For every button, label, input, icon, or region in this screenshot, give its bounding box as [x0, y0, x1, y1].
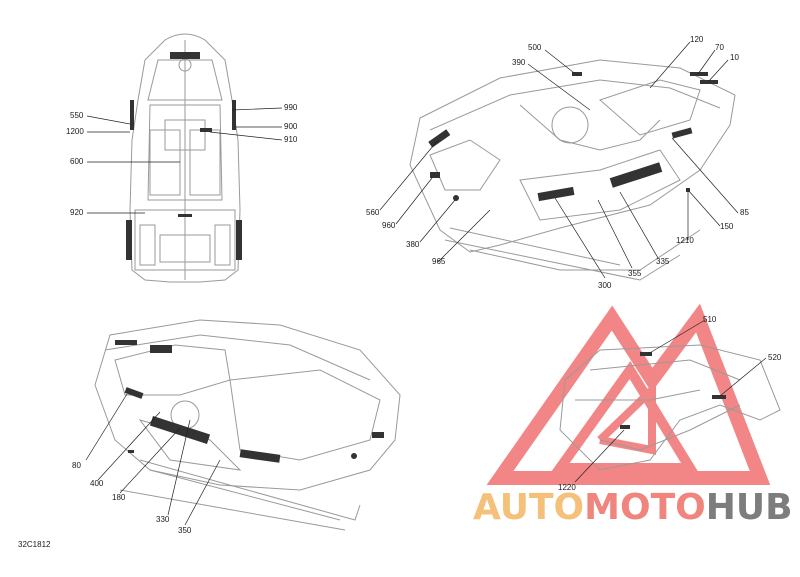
- callout-70: 70: [715, 43, 724, 52]
- callout-1220: 1220: [558, 483, 576, 492]
- callout-500: 500: [528, 43, 542, 52]
- callout-910: 910: [284, 135, 298, 144]
- watermark-brand-text: AUTOMOTOHUB: [473, 490, 793, 526]
- callout-80: 80: [72, 461, 81, 470]
- iso-right-decals: [428, 72, 718, 202]
- iso-left-decals: [115, 340, 384, 463]
- callout-1210: 1210: [676, 236, 694, 245]
- callout-10: 10: [730, 53, 739, 62]
- vehicle-iso-view-left: [94, 319, 401, 531]
- callout-1200: 1200: [66, 127, 84, 136]
- callout-330: 330: [156, 515, 170, 524]
- callout-965: 965: [432, 257, 446, 266]
- frame-decals: [620, 352, 726, 429]
- callout-120: 120: [690, 35, 704, 44]
- callout-390: 390: [512, 58, 526, 67]
- callout-150: 150: [720, 222, 734, 231]
- callout-560: 560: [366, 208, 380, 217]
- top-view-decals: [126, 52, 242, 260]
- callout-960: 960: [382, 221, 396, 230]
- frame-view: [559, 344, 781, 471]
- callout-350: 350: [178, 526, 192, 535]
- vehicle-iso-view-right: [409, 59, 736, 281]
- callout-300: 300: [598, 281, 612, 290]
- vehicle-top-view: [129, 33, 241, 283]
- callout-510: 510: [703, 315, 717, 324]
- brand-part-auto: AUTO: [473, 487, 585, 528]
- callout-85: 85: [740, 208, 749, 217]
- callout-900: 900: [284, 122, 298, 131]
- leader-lines: [85, 41, 767, 526]
- brand-part-hub: HUB: [705, 487, 793, 528]
- callout-990: 990: [284, 103, 298, 112]
- callout-180: 180: [112, 493, 126, 502]
- diagram-code: 32C1812: [18, 540, 51, 549]
- callout-335: 335: [656, 257, 670, 266]
- callout-400: 400: [90, 479, 104, 488]
- callout-550: 550: [70, 111, 84, 120]
- brand-part-moto: MOTO: [584, 487, 706, 528]
- callout-380: 380: [406, 240, 420, 249]
- callout-600: 600: [70, 157, 84, 166]
- callout-520: 520: [768, 353, 782, 362]
- watermark-logo: [486, 303, 771, 485]
- callout-920: 920: [70, 208, 84, 217]
- callout-355: 355: [628, 269, 642, 278]
